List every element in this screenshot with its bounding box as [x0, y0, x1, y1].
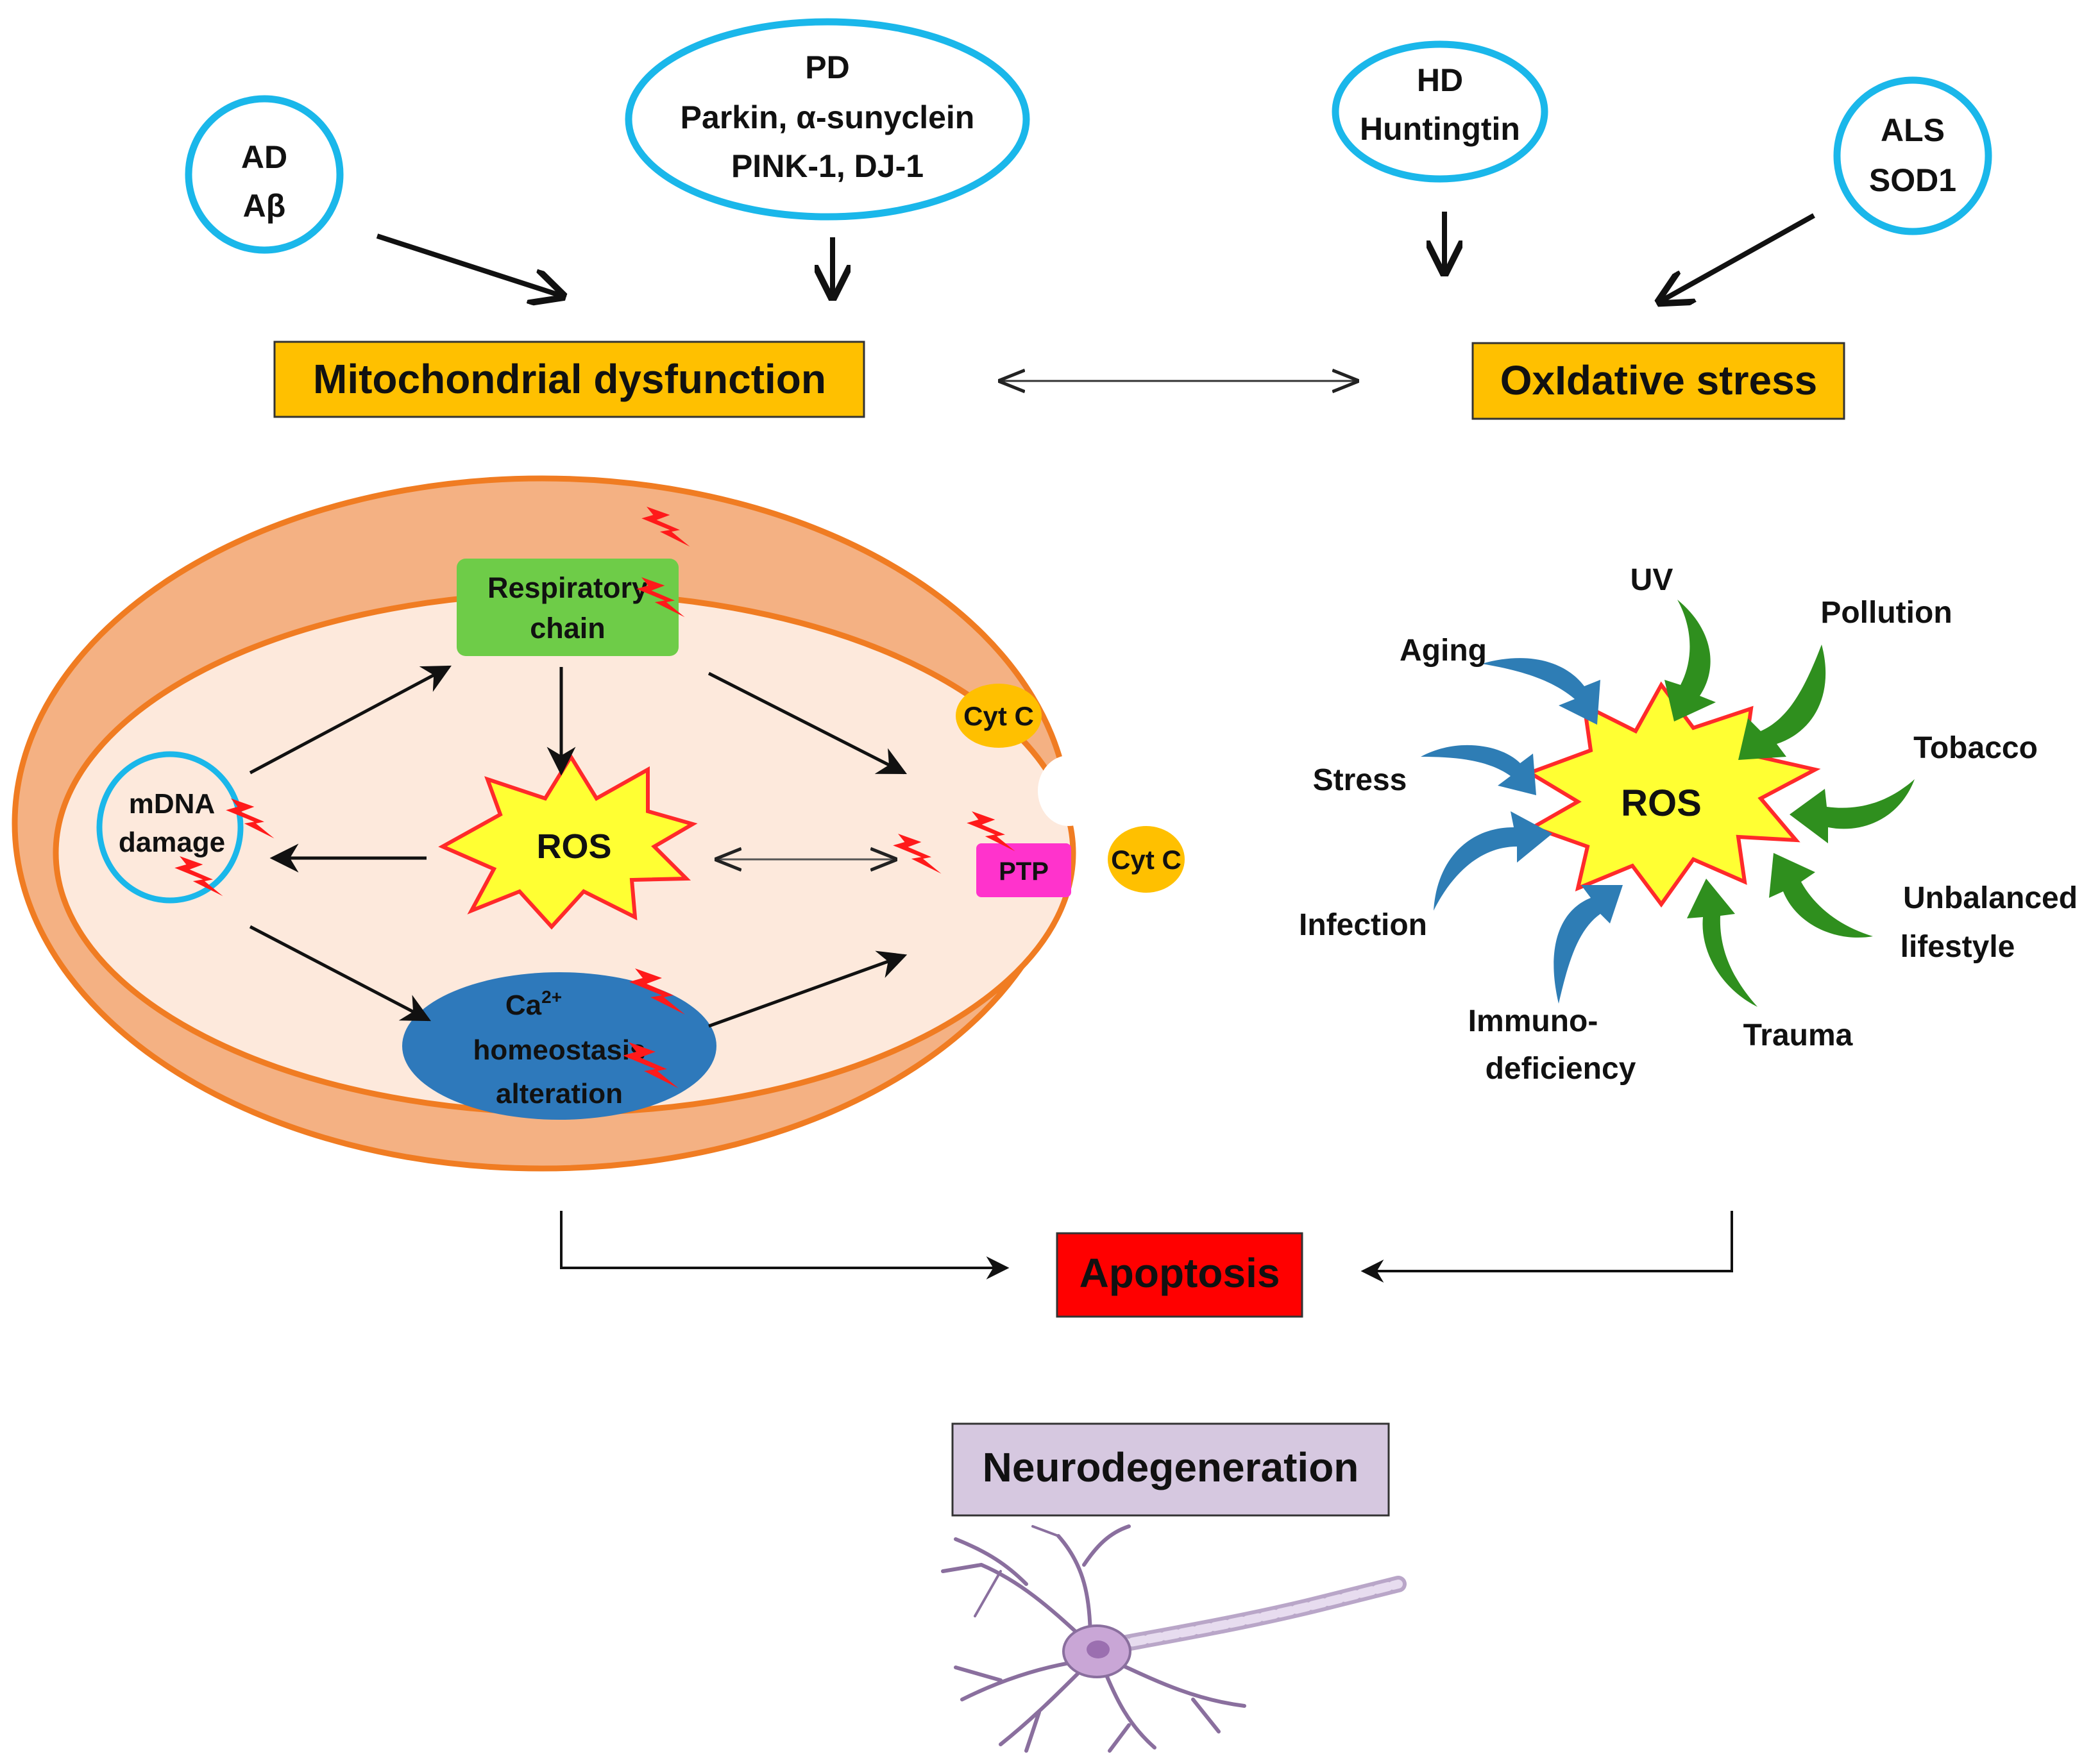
ros-sources: ROS UV Pollution Tobac	[1299, 563, 2078, 1086]
arrow-respiratory-to-ptp	[707, 671, 908, 775]
arrow-ca-to-ptp	[708, 950, 908, 1028]
arrow-unbalanced-icon	[1769, 853, 1873, 938]
cytc-inner-label: Cyt C	[963, 701, 1034, 731]
arrow-oxidative-to-apoptosis	[1360, 1211, 1733, 1283]
disease-als: ALS SOD1	[1833, 76, 1992, 235]
neuron-illustration	[941, 1524, 1407, 1753]
source-unbalanced-1: Unbalanced	[1903, 881, 2078, 915]
ad-ring	[185, 95, 344, 254]
ca-label-3: alteration	[496, 1078, 623, 1109]
disease-pd: PD Parkin, α-sunyclein PINK-1, DJ-1	[625, 18, 1030, 221]
source-stress: Stress	[1313, 763, 1407, 797]
arrow-pollution-icon	[1738, 645, 1826, 760]
pd-label: PD	[805, 49, 849, 85]
source-infection: Infection	[1299, 908, 1427, 942]
source-tobacco: Tobacco	[1913, 731, 2038, 765]
hd-ring	[1332, 40, 1548, 183]
arrow-ad-to-mito	[376, 233, 559, 295]
arrow-mdna-to-respiratory	[249, 665, 452, 775]
arrow-tobacco-icon	[1790, 779, 1915, 843]
mdna-label-1: mDNA	[129, 788, 215, 820]
mito-dysfunction-label: Mitochondrial dysfunction	[313, 356, 826, 402]
pd-proteins-1: Parkin, α-sunyclein	[681, 99, 975, 135]
neurodegeneration-box: Neurodegeneration	[951, 1422, 1390, 1517]
respiratory-chain: Respiratory chain	[457, 559, 679, 656]
als-protein: SOD1	[1869, 162, 1956, 198]
ros-center-label: ROS	[1621, 782, 1702, 824]
oxidative-stress-label: OxIdative stress	[1500, 357, 1818, 403]
hd-protein: Huntingtin	[1360, 111, 1520, 147]
source-aging: Aging	[1400, 634, 1487, 668]
disease-hd: HD Huntingtin	[1332, 40, 1548, 183]
pd-proteins-2: PINK-1, DJ-1	[731, 148, 924, 184]
neurodegeneration-label: Neurodegeneration	[983, 1444, 1359, 1490]
arrow-trauma-icon	[1687, 879, 1757, 1007]
ptp: PTP	[976, 843, 1071, 897]
arrow-als-to-oxidative	[1663, 213, 1815, 300]
ca-label: Ca2+	[505, 987, 562, 1021]
als-ring	[1833, 76, 1992, 235]
arrow-mdna-to-ca	[249, 925, 431, 1022]
source-immuno-1: Immuno-	[1468, 1004, 1598, 1038]
respiratory-label-2: chain	[530, 612, 605, 645]
hd-label: HD	[1417, 62, 1463, 98]
apoptosis-box: Apoptosis	[1056, 1232, 1303, 1318]
source-uv: UV	[1630, 563, 1673, 597]
cytc-outer: Cyt C	[1108, 826, 1185, 893]
mito-ros-label: ROS	[536, 827, 611, 866]
source-pollution: Pollution	[1820, 596, 1952, 630]
ca-homeostasis: Ca2+ homeostasis alteration	[402, 972, 716, 1120]
cytc-outer-label: Cyt C	[1111, 845, 1181, 875]
arrow-uv-icon	[1664, 600, 1716, 721]
mito-ros: ROS	[438, 753, 698, 930]
apoptosis-label: Apoptosis	[1080, 1250, 1280, 1296]
mito-dysfunction-box: Mitochondrial dysfunction	[273, 341, 865, 418]
ad-label: AD	[241, 139, 287, 175]
mdna-damage: mDNA damage	[96, 751, 244, 904]
oxidative-stress-box: OxIdative stress	[1471, 342, 1845, 420]
als-label: ALS	[1881, 112, 1945, 148]
source-immuno-2: deficiency	[1486, 1052, 1636, 1086]
cytc-inner: Cyt C	[956, 684, 1042, 748]
arrow-infection-icon	[1434, 811, 1552, 911]
disease-ad: AD Aβ	[185, 95, 344, 254]
arrow-immunodeficiency-icon	[1554, 885, 1623, 1004]
mdna-label-2: damage	[119, 827, 225, 858]
source-unbalanced-2: lifestyle	[1901, 930, 2015, 964]
pd-ring	[625, 18, 1030, 221]
respiratory-label-1: Respiratory	[487, 571, 648, 604]
ptp-label: PTP	[999, 857, 1049, 886]
arrow-aging-icon	[1482, 658, 1600, 725]
ca-label-2: homeostasis	[473, 1034, 646, 1066]
ad-protein: Aβ	[243, 188, 286, 224]
arrow-mito-to-apoptosis	[560, 1211, 1010, 1279]
source-trauma: Trauma	[1743, 1018, 1853, 1052]
arrow-stress-icon	[1421, 745, 1536, 795]
membrane-pore	[1038, 755, 1099, 826]
